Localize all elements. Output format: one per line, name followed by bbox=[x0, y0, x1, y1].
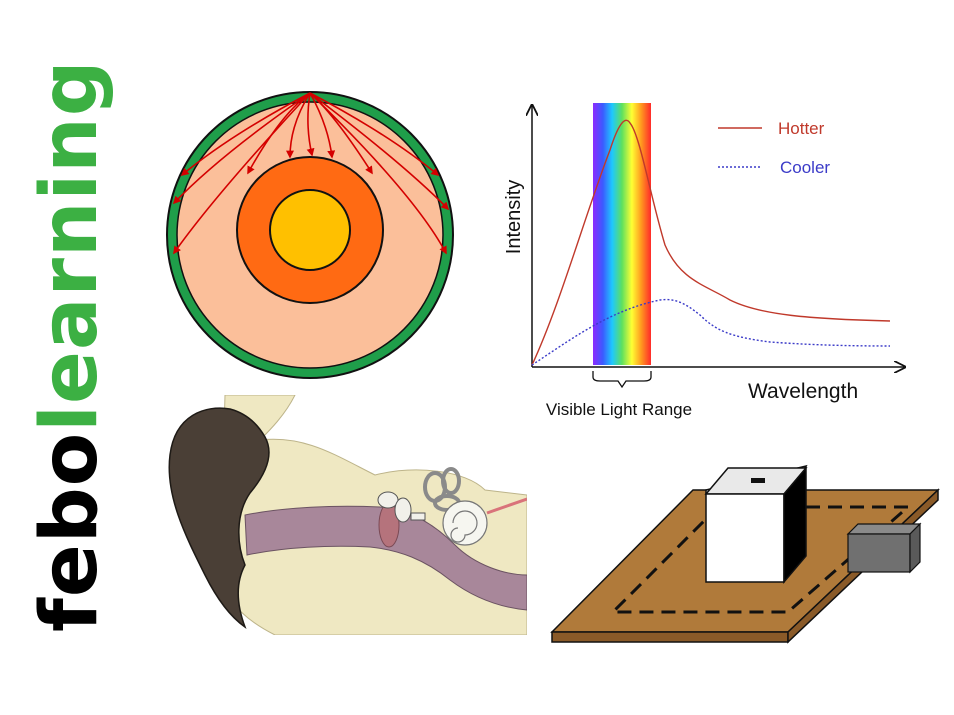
earth-cross-section-icon bbox=[166, 91, 454, 379]
board-edge bbox=[551, 631, 789, 643]
auditory-nerve bbox=[486, 497, 527, 515]
ear-anatomy-icon bbox=[168, 395, 527, 635]
seismic-rays bbox=[172, 92, 450, 255]
brand-logo: febolearning bbox=[25, 59, 115, 632]
hotter-curve bbox=[531, 119, 891, 366]
y-axis-label: Intensity bbox=[503, 180, 525, 254]
spectrum-chart: Intensity Wavelength Visible Light Range… bbox=[503, 103, 920, 419]
cube-front bbox=[705, 493, 785, 583]
ossicles bbox=[377, 491, 426, 523]
visible-band bbox=[593, 103, 651, 365]
ear-outer bbox=[168, 407, 270, 629]
cochlea bbox=[442, 500, 488, 546]
band-label: Visible Light Range bbox=[546, 400, 692, 419]
brand-part-learning: learning bbox=[25, 59, 115, 432]
legend-label-hotter: Hotter bbox=[778, 119, 825, 138]
band-brace bbox=[592, 371, 652, 389]
cooler-curve bbox=[531, 298, 891, 366]
earth-inner-core bbox=[269, 189, 351, 271]
bobbin-board-icon bbox=[550, 464, 940, 644]
ear-canal bbox=[244, 505, 527, 611]
x-axis-label: Wavelength bbox=[748, 380, 858, 403]
brand-part-febo: febo bbox=[25, 431, 115, 632]
dashed-loop bbox=[609, 505, 912, 614]
legend-label-cooler: Cooler bbox=[780, 158, 830, 177]
meter-front bbox=[847, 533, 911, 573]
cube-slot bbox=[751, 478, 765, 483]
cube-side bbox=[783, 465, 807, 585]
meter-side bbox=[909, 522, 921, 574]
meter-top bbox=[846, 523, 922, 535]
